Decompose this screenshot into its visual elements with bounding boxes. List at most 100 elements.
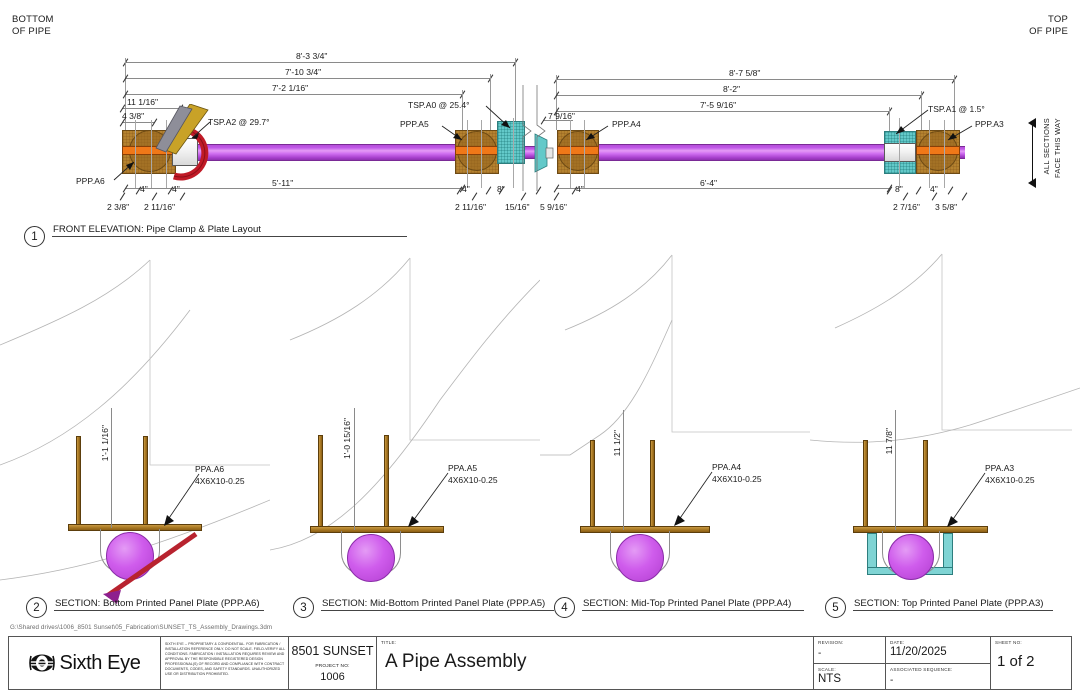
dimension-text: 7'-2 1/16" — [272, 83, 309, 93]
height-ext-5 — [895, 410, 896, 530]
panel-web-right-4 — [650, 440, 655, 530]
view-title-3: SECTION: Mid-Bottom Printed Panel Plate … — [322, 598, 546, 609]
dimension-text: 11 1/16" — [127, 97, 159, 107]
title-block-date-cell: DATE: 11/20/2025 ASSOCIATED SEQUENCE: - — [886, 637, 991, 689]
clamp-gridline — [929, 120, 930, 188]
leader-tsp-a1 — [895, 109, 929, 135]
label-top-of-pipe: TOP OF PIPE — [1029, 14, 1068, 39]
break-symbol-icon — [522, 85, 532, 191]
pipe-section-4 — [616, 534, 664, 582]
clamp-band-ppp-a4 — [557, 146, 599, 155]
orientation-line — [1032, 124, 1033, 182]
view-title-rule — [582, 610, 804, 611]
label-bottom-of-pipe: BOTTOM OF PIPE — [12, 14, 54, 39]
pipe-section-5 — [888, 534, 934, 580]
angled-strut-tsp-a2 — [155, 104, 209, 155]
clamp-band-ppp-a5 — [455, 146, 499, 155]
height-ext-3 — [354, 408, 355, 530]
dimension-text: 15/16" — [505, 202, 530, 212]
part-spec-4: 4X6X10-0.25 — [712, 474, 762, 484]
revision-label: REVISION: — [818, 640, 844, 645]
project-no-value: 1006 — [320, 671, 345, 683]
part-label-4: PPA.A4 — [712, 462, 742, 472]
title-block-project-cell: 8501 SUNSET PROJECT NO: 1006 — [289, 637, 377, 689]
view-bubble-2[interactable]: 2 — [26, 597, 47, 618]
view-bubble-3[interactable]: 3 — [293, 597, 314, 618]
dimension-text: 2 11/16" — [144, 202, 176, 212]
dimension-text: 11 1/2" — [612, 430, 622, 457]
leader-ppp-a6 — [113, 161, 135, 181]
dimension-text: 11 7/8" — [884, 428, 894, 455]
terrain-lines-5 — [810, 253, 1080, 443]
clamp-gridline — [135, 120, 136, 188]
teal-bracket-tsp-a0 — [497, 121, 525, 164]
project-name: 8501 SUNSET — [291, 644, 374, 658]
part-label-5: PPA.A3 — [985, 463, 1015, 473]
panel-web-right-5 — [923, 440, 928, 530]
company-name: Sixth Eye — [59, 651, 141, 674]
clamp-gridline — [899, 118, 900, 188]
dimension-text: 3 5/8" — [935, 202, 958, 212]
label-bottom-of-pipe-line2: OF PIPE — [12, 26, 51, 38]
clamp-gridline — [467, 120, 468, 188]
file-path: G:\Shared drives\1006_8501 Sunset\05_Fab… — [10, 624, 273, 631]
panel-web-left-3 — [318, 435, 323, 530]
title-block-legal-cell: SIXTH EYE -- PROPRIETARY & CONFIDENTIAL.… — [161, 637, 289, 689]
panel-plate-3 — [310, 526, 444, 533]
dimension-text: 4" — [930, 184, 938, 194]
part-label-ppp-a6: PPP.A6 — [76, 176, 105, 186]
label-bottom-of-pipe-line1: BOTTOM — [12, 14, 54, 25]
title-label: TITLE: — [381, 640, 397, 645]
pipe-section-2 — [106, 532, 154, 580]
part-label-3: PPA.A5 — [448, 463, 478, 473]
view-title-5: SECTION: Top Printed Panel Plate (PPP.A3… — [854, 598, 1044, 609]
panel-web-left-4 — [590, 440, 595, 530]
orientation-arrow-up-icon — [1028, 118, 1036, 128]
dimension-text: 8'-2" — [723, 84, 741, 94]
dimension-text: 4" — [462, 184, 470, 194]
panel-web-left-2 — [76, 436, 81, 528]
label-top-of-pipe-line2: OF PIPE — [1029, 26, 1068, 38]
angled-brace-2 — [103, 531, 198, 604]
dimension-text: 8'-3 3/4" — [296, 51, 328, 61]
part-label-2: PPA.A6 — [195, 464, 225, 474]
clamp-gridline — [481, 120, 482, 188]
dimension-text: 1'-1 1/16" — [100, 425, 110, 462]
dimension-text: 1'-0 15/16" — [342, 418, 352, 460]
part-spec-2: 4X6X10-0.25 — [195, 476, 245, 486]
part-label-ppp-a4: PPP.A4 — [612, 119, 641, 129]
section-detail-2: 1'-1 1/16" PPA.A6 4X6X10-0.25 2 SECTION:… — [0, 250, 270, 630]
date-label: DATE: — [890, 640, 905, 645]
dimension-text: 7 9/16" — [548, 111, 575, 121]
orientation-note: ALL SECTIONS FACE THIS WAY — [1028, 118, 1076, 188]
leader-part-4 — [674, 471, 713, 526]
date-row: DATE: 11/20/2025 — [886, 637, 990, 664]
terrain-lines-4 — [540, 254, 810, 456]
panel-plate-4 — [580, 526, 710, 533]
sheet-no-label: SHEET NO: — [995, 640, 1022, 645]
panel-web-right-2 — [143, 436, 148, 528]
dimension-text: 4" — [172, 184, 180, 194]
view-bubble-4[interactable]: 4 — [554, 597, 575, 618]
dimension-text: 8" — [497, 184, 505, 194]
dimension-text: 4" — [140, 184, 148, 194]
view-bubble-5[interactable]: 5 — [825, 597, 846, 618]
teal-bracket-tsp-a1-upper — [884, 131, 916, 146]
pipe-run-right — [566, 144, 896, 161]
elevation-view: 8'-3 3/4" 7'-10 3/4" 7'-2 1/16" 8'-7 5/8… — [0, 0, 1080, 250]
dimension-text: 5'-11" — [272, 178, 294, 188]
pipe-sleeve-right — [884, 143, 916, 162]
assoc-seq-label: ASSOCIATED SEQUENCE: — [890, 667, 953, 672]
view-title-rule — [321, 610, 554, 611]
section-detail-5: 11 7/8" PPA.A3 4X6X10-0.25 5 SECTION: To… — [810, 250, 1080, 630]
view-bubble-1[interactable]: 1 — [24, 226, 45, 247]
section-detail-4: 11 1/2" PPA.A4 4X6X10-0.25 4 SECTION: Mi… — [540, 250, 810, 630]
scale-label: SCALE: — [818, 667, 836, 672]
dimension-text: 5 9/16" — [540, 202, 567, 212]
assoc-seq-value: - — [890, 675, 894, 686]
view-title-1: FRONT ELEVATION: Pipe Clamp & Plate Layo… — [53, 224, 261, 235]
terrain-lines-3 — [270, 257, 540, 551]
part-label-ppp-a5: PPP.A5 — [400, 119, 429, 129]
sheet-no-value: 1 of 2 — [997, 653, 1035, 670]
assoc-seq-row: ASSOCIATED SEQUENCE: - — [886, 664, 990, 691]
